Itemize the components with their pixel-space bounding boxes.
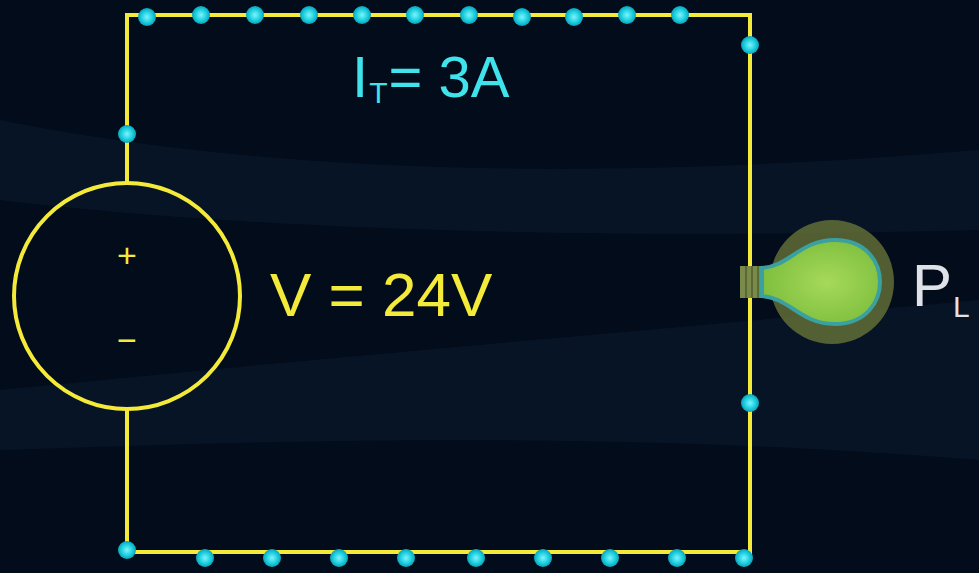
current-dot (467, 549, 485, 567)
current-value: = 3A (388, 48, 509, 106)
power-symbol: P (912, 256, 952, 316)
current-dot (330, 549, 348, 567)
current-dot (397, 549, 415, 567)
voltage-source-symbol (14, 183, 240, 409)
current-symbol: I (352, 48, 368, 106)
current-dot (460, 6, 478, 24)
current-dot (741, 394, 759, 412)
current-subscript: T (369, 78, 387, 108)
light-bulb (740, 220, 894, 344)
voltage-source: +− (14, 183, 240, 409)
voltage-label: V = 24V (270, 264, 492, 326)
current-dot (246, 6, 264, 24)
power-subscript: L (953, 292, 970, 322)
current-dot (263, 549, 281, 567)
circuit-wire (127, 15, 750, 552)
background-swath (0, 120, 979, 460)
current-dot (735, 549, 753, 567)
current-dot (118, 125, 136, 143)
polarity-plus: + (117, 238, 137, 272)
current-dot (513, 8, 531, 26)
current-dot (668, 549, 686, 567)
current-dot (353, 6, 371, 24)
current-dot (671, 6, 689, 24)
current-dot (618, 6, 636, 24)
current-dots (118, 6, 759, 567)
current-dot (138, 8, 156, 26)
current-dot (192, 6, 210, 24)
current-dot (196, 549, 214, 567)
current-dot (741, 36, 759, 54)
polarity-minus: − (117, 323, 137, 357)
current-dot (534, 549, 552, 567)
current-dot (300, 6, 318, 24)
current-dot (406, 6, 424, 24)
current-dot (565, 8, 583, 26)
current-dot (601, 549, 619, 567)
current-dot (118, 541, 136, 559)
